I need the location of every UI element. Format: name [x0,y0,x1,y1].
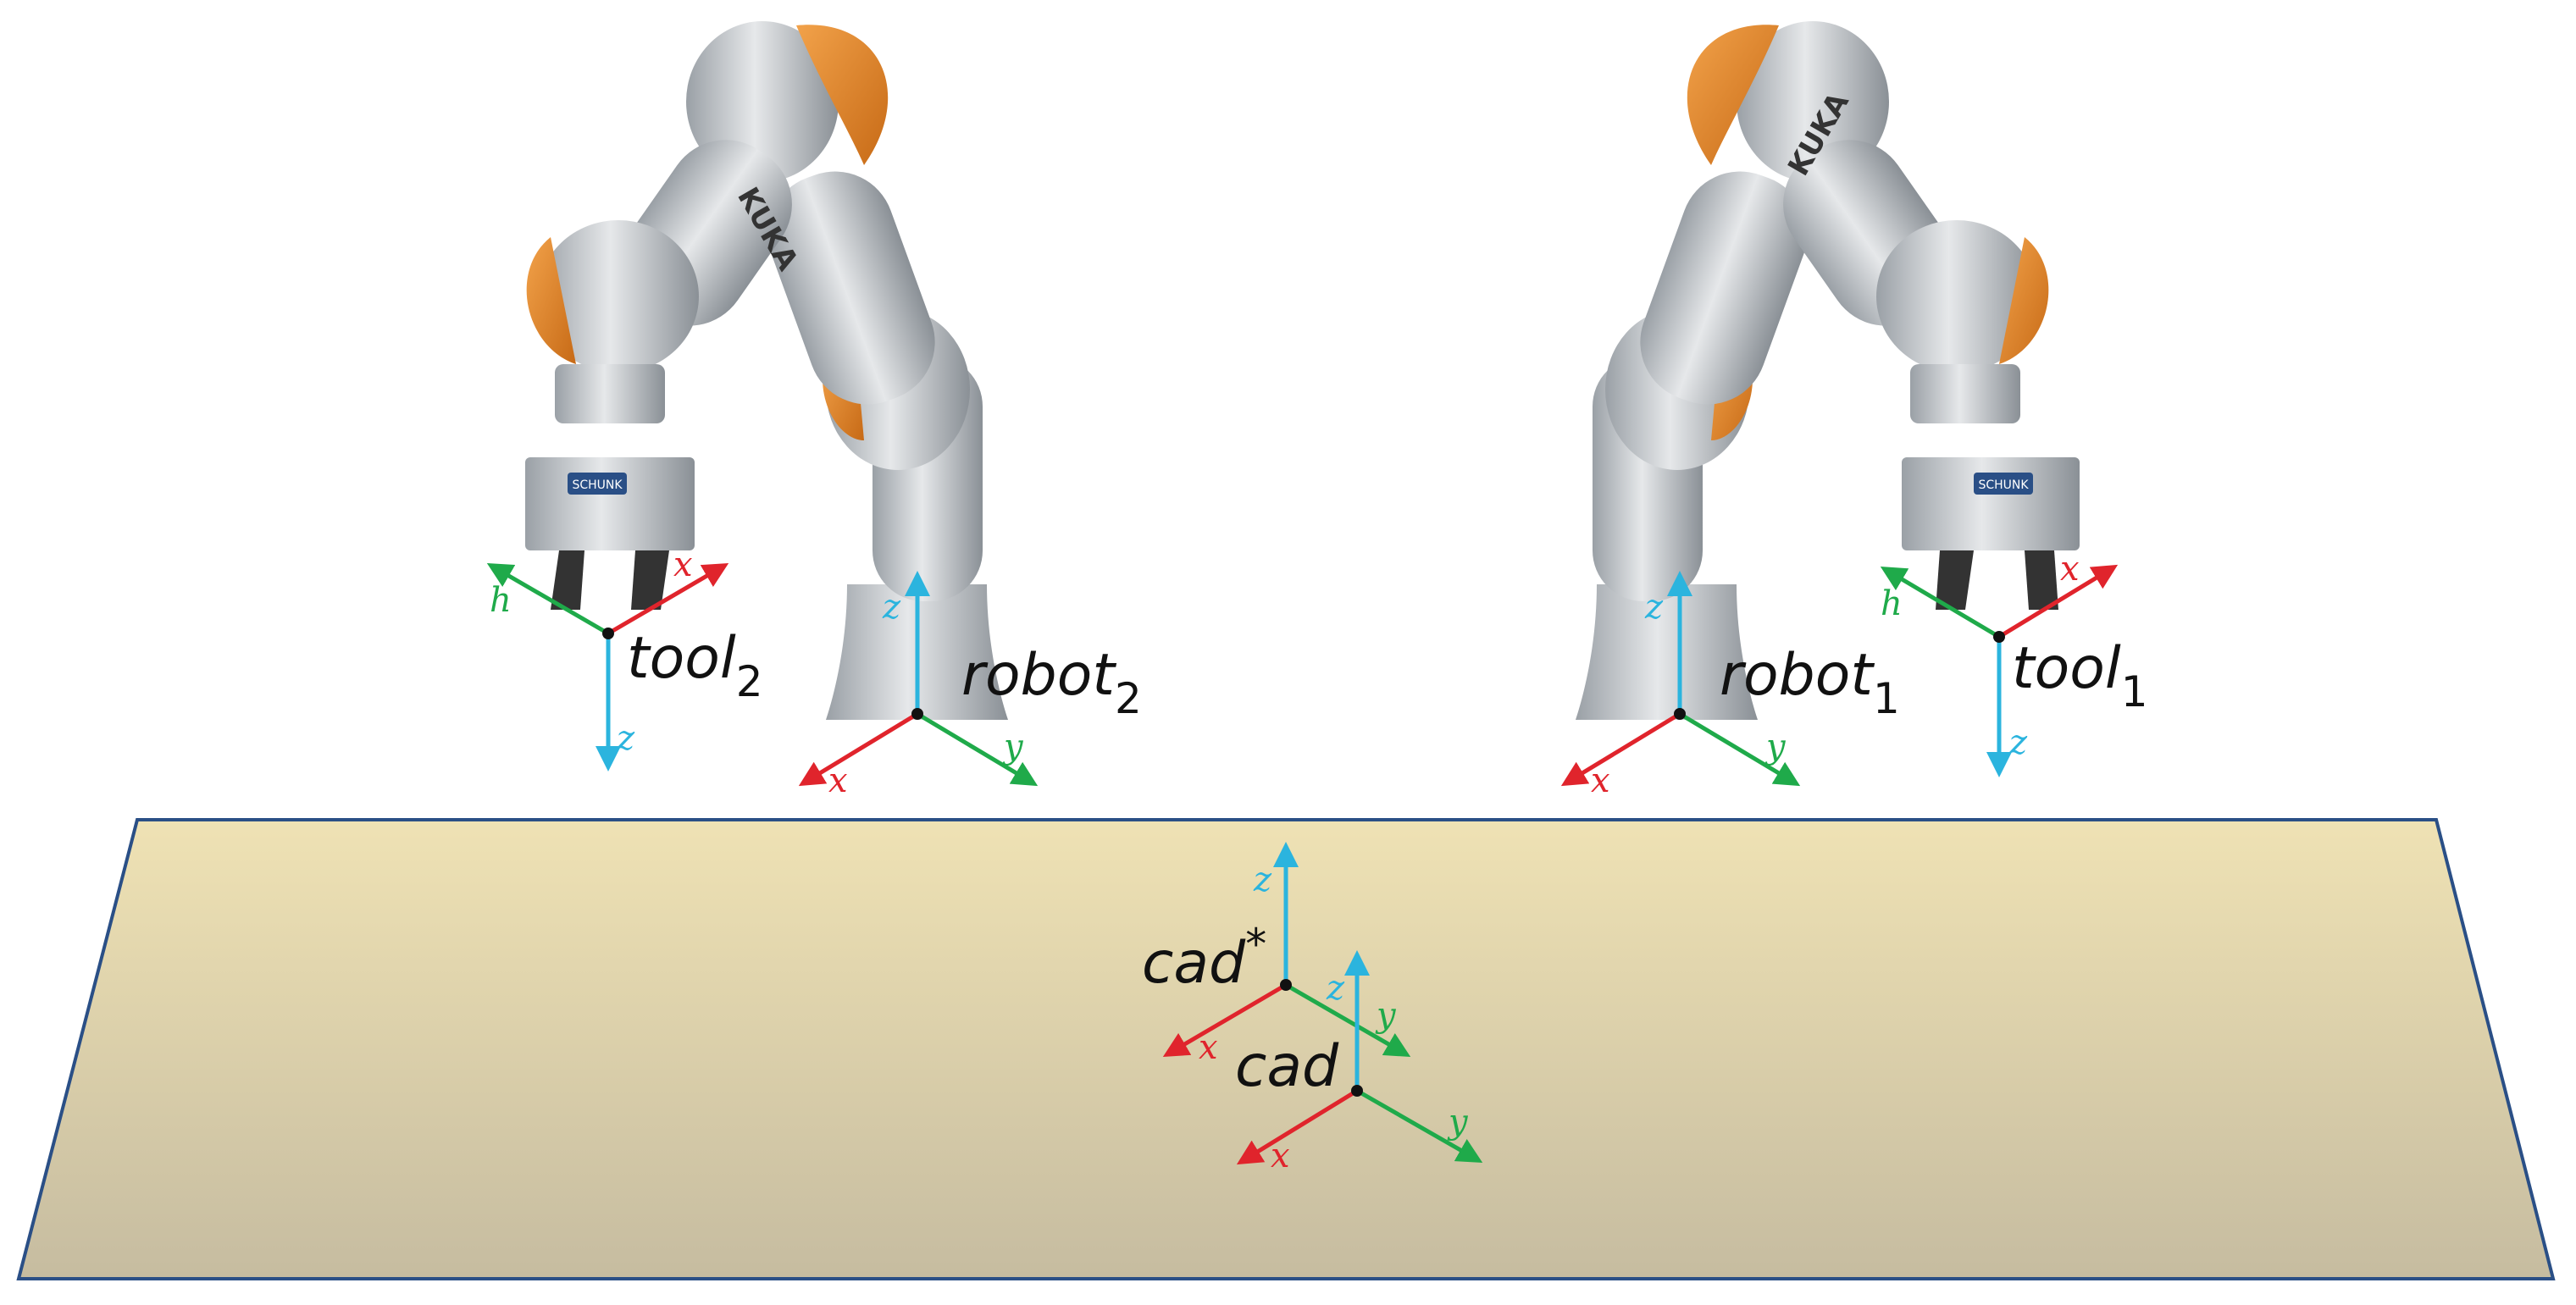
tool2-x-axis [607,562,729,636]
robot1-label-sub: 1 [1873,674,1900,723]
robot2-label-sub: 2 [1115,674,1142,723]
robot2-y-axis [916,711,1039,787]
robot2-label-base: robot [961,642,1116,709]
robot-2-arm: KUKA [526,21,1008,720]
tool1-z-letter: z [2008,723,2028,762]
tool2-h-letter: h [490,581,512,620]
robot1-x-axis [1560,711,1681,787]
cad-star-y-axis [1284,982,1411,1058]
cad-star-x-axis [1162,982,1288,1058]
cad-star-label-base: cad [1142,930,1246,997]
cad-z-letter: z [1326,969,1345,1008]
frame-tool1: x h z tool1 [1880,550,2148,777]
robot1-z-letter: z [1644,588,1664,627]
tool1-label-sub: 1 [2121,667,2148,716]
frame-robot1: z x y robot1 [1560,571,1900,800]
tool2-label: tool2 [627,625,763,706]
cad-origin [1351,1085,1363,1097]
cad-x-axis [1236,1088,1359,1165]
cad-label: cad [1235,1033,1339,1100]
robot1-y-axis [1678,711,1801,787]
robot2-x-axis [798,711,919,787]
robot2-z-letter: z [882,588,901,627]
tool1-label: tool1 [2012,635,2148,716]
cad-y-letter: y [1447,1103,1469,1142]
tool1-label-base: tool [2012,635,2121,702]
table-surface [16,818,2556,1280]
cad-star-y-letter: y [1375,996,1397,1035]
gripper-2-brand: SCHUNK [572,478,623,492]
tool2-z-letter: z [616,719,635,758]
tool2-origin [602,628,614,639]
cad-star-x-letter: x [1199,1028,1218,1067]
robot2-label: robot2 [961,642,1142,723]
robot2-origin [911,708,923,720]
robot1-label-base: robot [1720,642,1875,709]
robot2-y-letter: y [1002,727,1024,766]
gripper-1: SCHUNK [1902,457,2080,610]
cad-star-z-letter: z [1253,860,1272,899]
cad-x-letter: x [1271,1136,1290,1175]
tool2-label-base: tool [627,625,736,692]
robot2-x-letter: x [828,761,848,800]
cad-star-label-sup: * [1245,920,1266,969]
gripper-1-brand: SCHUNK [1978,478,2029,492]
robot1-label: robot1 [1720,642,1900,723]
frame-tool2: x h z tool2 [486,545,763,771]
robot1-x-letter: x [1591,761,1610,800]
tool1-h-axis [1880,566,2001,639]
cad-star-label: cad* [1142,920,1266,997]
tool1-h-letter: h [1881,584,1903,623]
gripper-2: SCHUNK [525,457,695,610]
frame-cad-star: z x y cad* [1142,842,1411,1067]
tool2-h-axis [486,562,610,636]
cad-star-origin [1280,979,1292,991]
robot1-y-letter: y [1764,727,1787,766]
tool1-origin [1993,631,2005,643]
frame-cad: z x y cad [1235,950,1483,1175]
tool2-x-letter: x [673,545,693,584]
tool1-x-axis [1997,564,2119,639]
tool1-x-letter: x [2060,550,2080,589]
robot-1-arm: KUKA [1576,21,2049,720]
tool2-label-sub: 2 [736,657,763,706]
cad-y-axis [1355,1088,1483,1163]
frame-robot2: z x y robot2 [798,571,1142,800]
robot1-origin [1674,708,1686,720]
